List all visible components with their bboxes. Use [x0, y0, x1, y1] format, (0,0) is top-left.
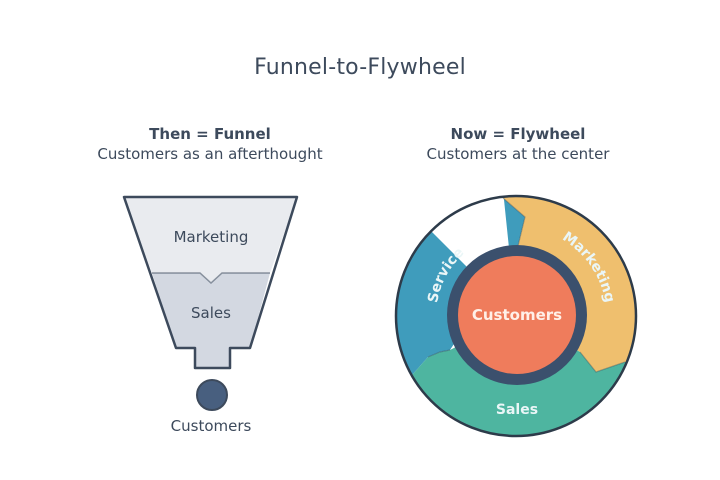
- flywheel-center: [458, 256, 576, 374]
- funnel: Marketing Sales Customers: [122, 195, 299, 435]
- funnel-customers-label: Customers: [171, 417, 252, 435]
- flywheel-center-label: Customers: [472, 306, 562, 324]
- funnel-stage-sales-label: Sales: [191, 304, 231, 322]
- funnel-outline: [122, 195, 299, 370]
- flywheel-segment-sales-label: Sales: [496, 402, 538, 418]
- flywheel-heading: Now = Flywheel: [450, 125, 586, 143]
- funnel-stage-marketing-label: Marketing: [174, 228, 249, 246]
- customers-dot-icon: [196, 379, 228, 411]
- page-title: Funnel-to-Flywheel: [254, 55, 466, 80]
- flywheel-header: Now = Flywheel Customers at the center: [368, 124, 668, 164]
- flywheel-outline: [394, 194, 638, 438]
- funnel-stage-marketing: [124, 197, 297, 283]
- flywheel: Customers Service Marketing Sales: [394, 194, 638, 438]
- flywheel-subheading: Customers at the center: [426, 145, 610, 163]
- funnel-subheading: Customers as an afterthought: [97, 145, 323, 163]
- funnel-divider: [152, 272, 270, 285]
- funnel-heading: Then = Funnel: [149, 125, 271, 143]
- funnel-stage-sales: [152, 273, 270, 368]
- flywheel-seams: [427, 197, 626, 373]
- funnel-header: Then = Funnel Customers as an afterthoug…: [60, 124, 360, 164]
